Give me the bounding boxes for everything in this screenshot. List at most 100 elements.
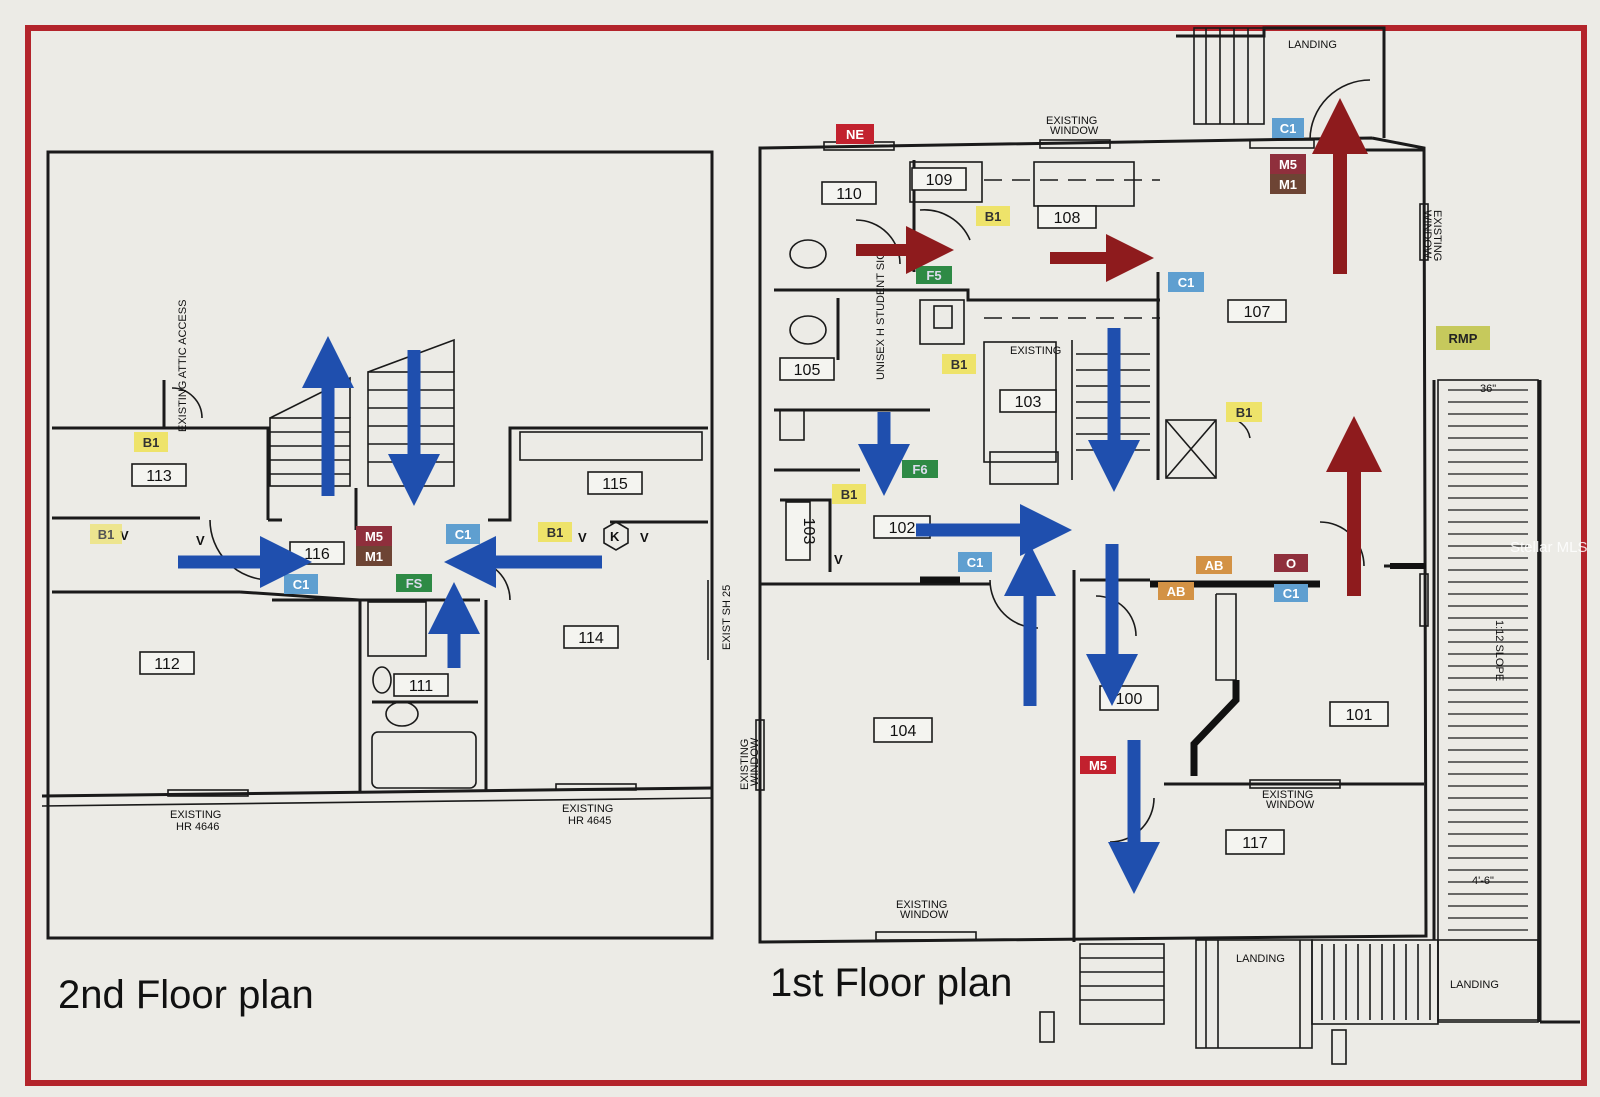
- tag-b1: B1: [90, 524, 122, 544]
- svg-text:101: 101: [1346, 707, 1373, 724]
- room-114: 114: [563, 625, 619, 649]
- tag-b1: B1: [134, 432, 168, 452]
- svg-text:M5: M5: [1279, 157, 1297, 172]
- svg-text:RMP: RMP: [1449, 331, 1478, 346]
- attic-access-note: EXISTING ATTIC ACCESS: [177, 300, 189, 432]
- tag-b1: B1: [942, 354, 976, 374]
- ramp-width-note: 4'-6": [1472, 875, 1494, 887]
- svg-text:V: V: [640, 530, 649, 545]
- svg-text:109: 109: [926, 172, 953, 189]
- tag-c1: C1: [1168, 272, 1204, 292]
- svg-text:102: 102: [889, 520, 916, 537]
- tag-m5: M5: [356, 526, 392, 546]
- svg-text:B1: B1: [841, 487, 858, 502]
- svg-text:C1: C1: [293, 577, 310, 592]
- svg-text:117: 117: [1242, 835, 1268, 852]
- svg-text:B1: B1: [98, 527, 115, 542]
- svg-text:112: 112: [154, 656, 180, 673]
- window-note: EXISTINGWINDOW: [739, 737, 761, 790]
- svg-text:113: 113: [146, 468, 172, 485]
- tag-f5: F5: [916, 266, 952, 284]
- second-floor-plan: V V V V K 113 115 116 112 114 111 EXISTI…: [41, 150, 733, 1017]
- svg-text:B1: B1: [547, 525, 564, 540]
- existing-note: EXISTING: [1010, 345, 1061, 357]
- svg-text:V: V: [834, 552, 843, 567]
- svg-text:115: 115: [602, 476, 628, 493]
- tag-fs: FS: [396, 574, 432, 592]
- svg-text:114: 114: [578, 630, 604, 647]
- svg-text:B1: B1: [951, 357, 968, 372]
- exist-sh-note: EXIST SH 25: [721, 585, 733, 650]
- svg-text:M5: M5: [1089, 758, 1107, 773]
- room-112: 112: [139, 651, 195, 675]
- landing-note: LANDING: [1236, 953, 1285, 965]
- room-108: 108: [1037, 205, 1097, 229]
- svg-text:O: O: [1286, 556, 1296, 571]
- k-symbol: K: [610, 529, 620, 544]
- second-floor-title: 2nd Floor plan: [58, 973, 314, 1017]
- room-113: 113: [131, 463, 187, 487]
- room-111: 111: [393, 673, 449, 697]
- svg-text:110: 110: [836, 186, 862, 203]
- svg-text:116: 116: [304, 546, 330, 563]
- room-103: 103: [999, 389, 1057, 413]
- room-105: 105: [779, 357, 835, 381]
- svg-text:111: 111: [409, 678, 433, 695]
- svg-text:V: V: [578, 530, 587, 545]
- watermark: Stellar MLS: [1510, 539, 1588, 556]
- svg-text:AB: AB: [1205, 558, 1224, 573]
- first-floor-title: 1st Floor plan: [770, 961, 1012, 1005]
- tag-b1: B1: [976, 206, 1010, 226]
- tag-m1: M1: [356, 546, 392, 566]
- svg-text:C1: C1: [1283, 586, 1300, 601]
- room-103-alt: 103: [785, 501, 817, 561]
- first-floor-plan: V: [739, 26, 1580, 1065]
- svg-text:B1: B1: [985, 209, 1002, 224]
- tag-m5: M5: [1270, 154, 1306, 174]
- svg-text:M5: M5: [365, 529, 383, 544]
- svg-text:103: 103: [800, 518, 817, 545]
- tag-c1: C1: [958, 552, 992, 572]
- tag-o: O: [1274, 554, 1308, 572]
- svg-text:C1: C1: [455, 527, 472, 542]
- room-117: 117: [1225, 829, 1285, 855]
- svg-text:103: 103: [1015, 394, 1042, 411]
- tag-b1: B1: [832, 484, 866, 504]
- svg-text:C1: C1: [1178, 275, 1195, 290]
- svg-text:C1: C1: [967, 555, 984, 570]
- sheet-border: [25, 25, 1587, 1086]
- tag-f6: F6: [902, 460, 938, 478]
- room-100: 100: [1099, 685, 1159, 711]
- svg-text:FS: FS: [406, 576, 423, 591]
- slope-note: 1:12 SLOPE: [1493, 620, 1505, 681]
- svg-text:104: 104: [890, 723, 917, 740]
- svg-text:AB: AB: [1167, 584, 1186, 599]
- room-115: 115: [587, 471, 643, 495]
- room-101: 101: [1329, 701, 1389, 727]
- svg-text:M1: M1: [365, 549, 383, 564]
- svg-text:B1: B1: [1236, 405, 1253, 420]
- svg-text:B1: B1: [143, 435, 160, 450]
- svg-text:F6: F6: [912, 462, 927, 477]
- tag-rmp: RMP: [1436, 326, 1490, 350]
- room-116: 116: [289, 541, 345, 565]
- tag-b1: B1: [538, 522, 572, 542]
- tag-m1: M1: [1270, 174, 1306, 194]
- svg-text:105: 105: [794, 362, 821, 379]
- tag-c1: C1: [446, 524, 480, 544]
- hr-left-line: EXISTING: [170, 809, 221, 821]
- svg-text:V: V: [196, 533, 205, 548]
- tag-ab: AB: [1196, 556, 1232, 574]
- landing-note: LANDING: [1450, 979, 1499, 991]
- tag-m5: M5: [1080, 756, 1116, 774]
- unisex-sign-note: UNISEX H STUDENT SIGN: [875, 243, 887, 380]
- room-104: 104: [873, 717, 933, 743]
- tag-b1: B1: [1226, 402, 1262, 422]
- svg-text:M1: M1: [1279, 177, 1297, 192]
